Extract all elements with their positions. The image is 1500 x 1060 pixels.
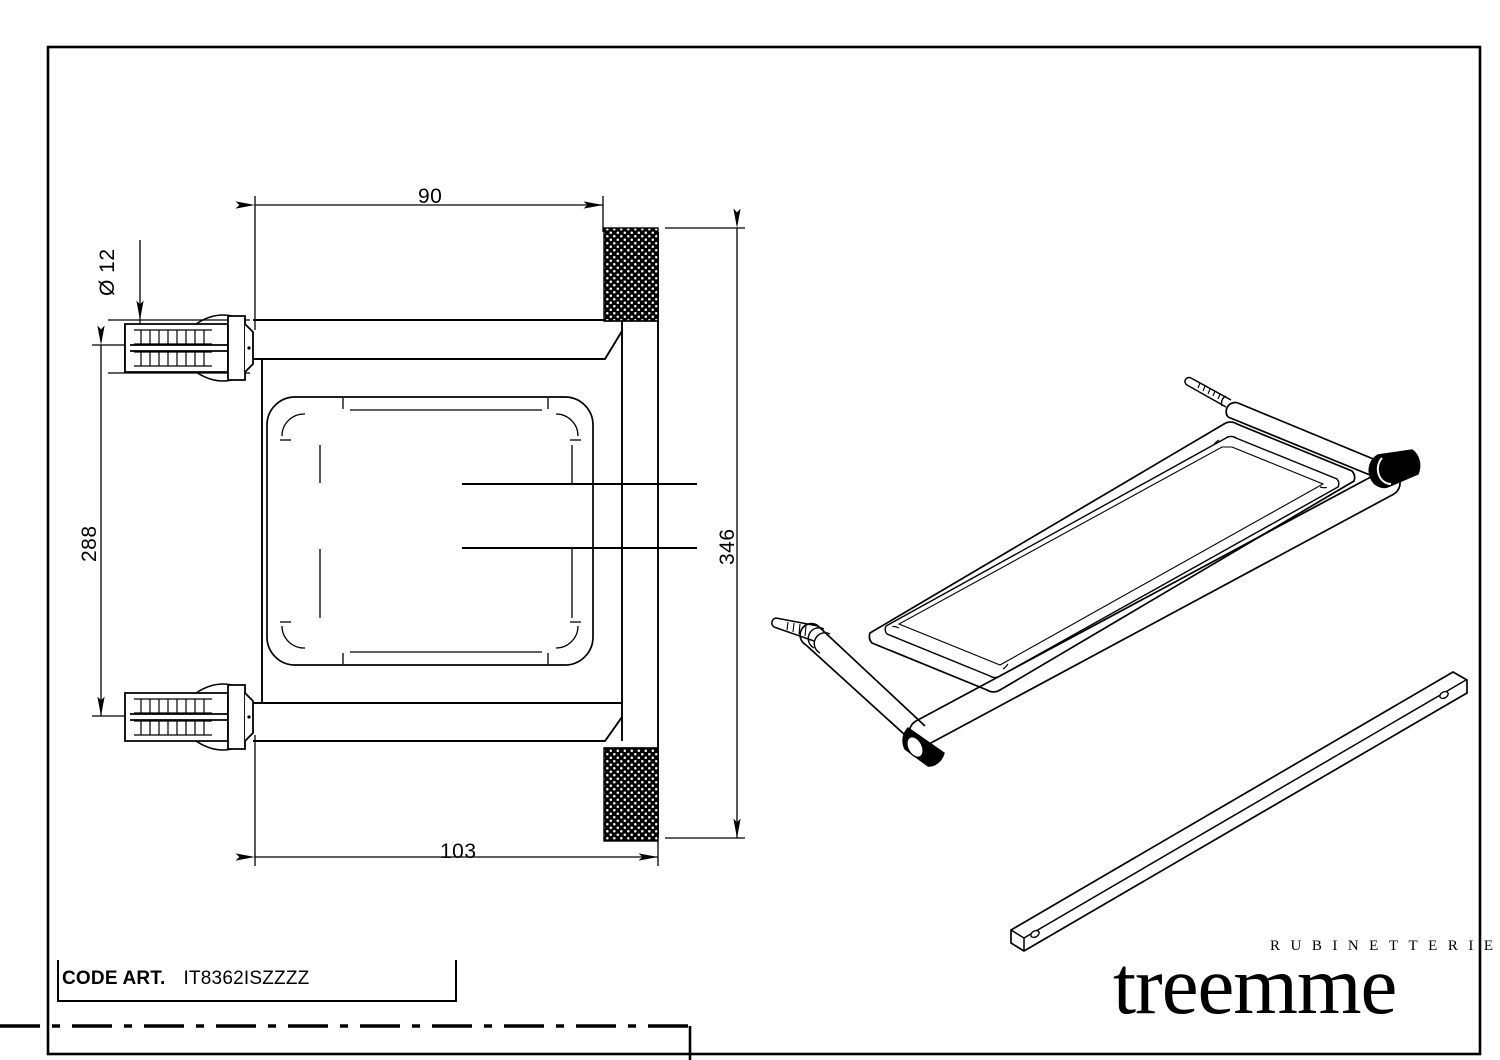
dim-90 [235, 196, 604, 330]
dim-label-288: 288 [78, 525, 101, 562]
code-art-row: CODE ART. IT8362ISZZZZ [62, 968, 309, 990]
vertical-bar [621, 232, 659, 838]
dim-288 [92, 325, 250, 717]
code-art-box [57, 960, 457, 1002]
frame-plate [261, 358, 605, 704]
dim-label-diameter-12: Ø 12 [96, 248, 119, 296]
logo-brand: treemme [1113, 939, 1397, 1031]
isometric-view [771, 376, 1421, 767]
treemme-logo: RUBINETTERIE treemme [1113, 938, 1493, 1027]
mounting-bracket-part [1010, 671, 1468, 952]
hole-right [1439, 690, 1449, 700]
arm-upper [253, 319, 637, 360]
dim-label-90: 90 [418, 185, 443, 208]
dim-346 [665, 208, 745, 839]
wall-plug-upper [124, 314, 254, 382]
code-art-value: IT8362ISZZZZ [183, 968, 310, 989]
sheet-border [46, 45, 1482, 1056]
dim-103 [235, 735, 659, 866]
section-break-lines [462, 483, 697, 549]
logo-tagline: RUBINETTERIE [1270, 938, 1500, 954]
dim-label-346: 346 [716, 528, 739, 565]
black-end-cap-right [1368, 449, 1421, 489]
mounting-pin-right [1184, 376, 1232, 408]
knurled-grip-upper [603, 227, 659, 322]
wall-plug-lower [124, 683, 254, 751]
arm-lower [253, 702, 623, 742]
dim-label-103: 103 [440, 840, 477, 863]
hole-left [1030, 929, 1040, 939]
mounting-pin-left [771, 617, 819, 642]
code-art-label: CODE ART. [62, 968, 166, 989]
black-end-cap-left [902, 727, 945, 767]
knurled-grip-lower [603, 747, 659, 842]
